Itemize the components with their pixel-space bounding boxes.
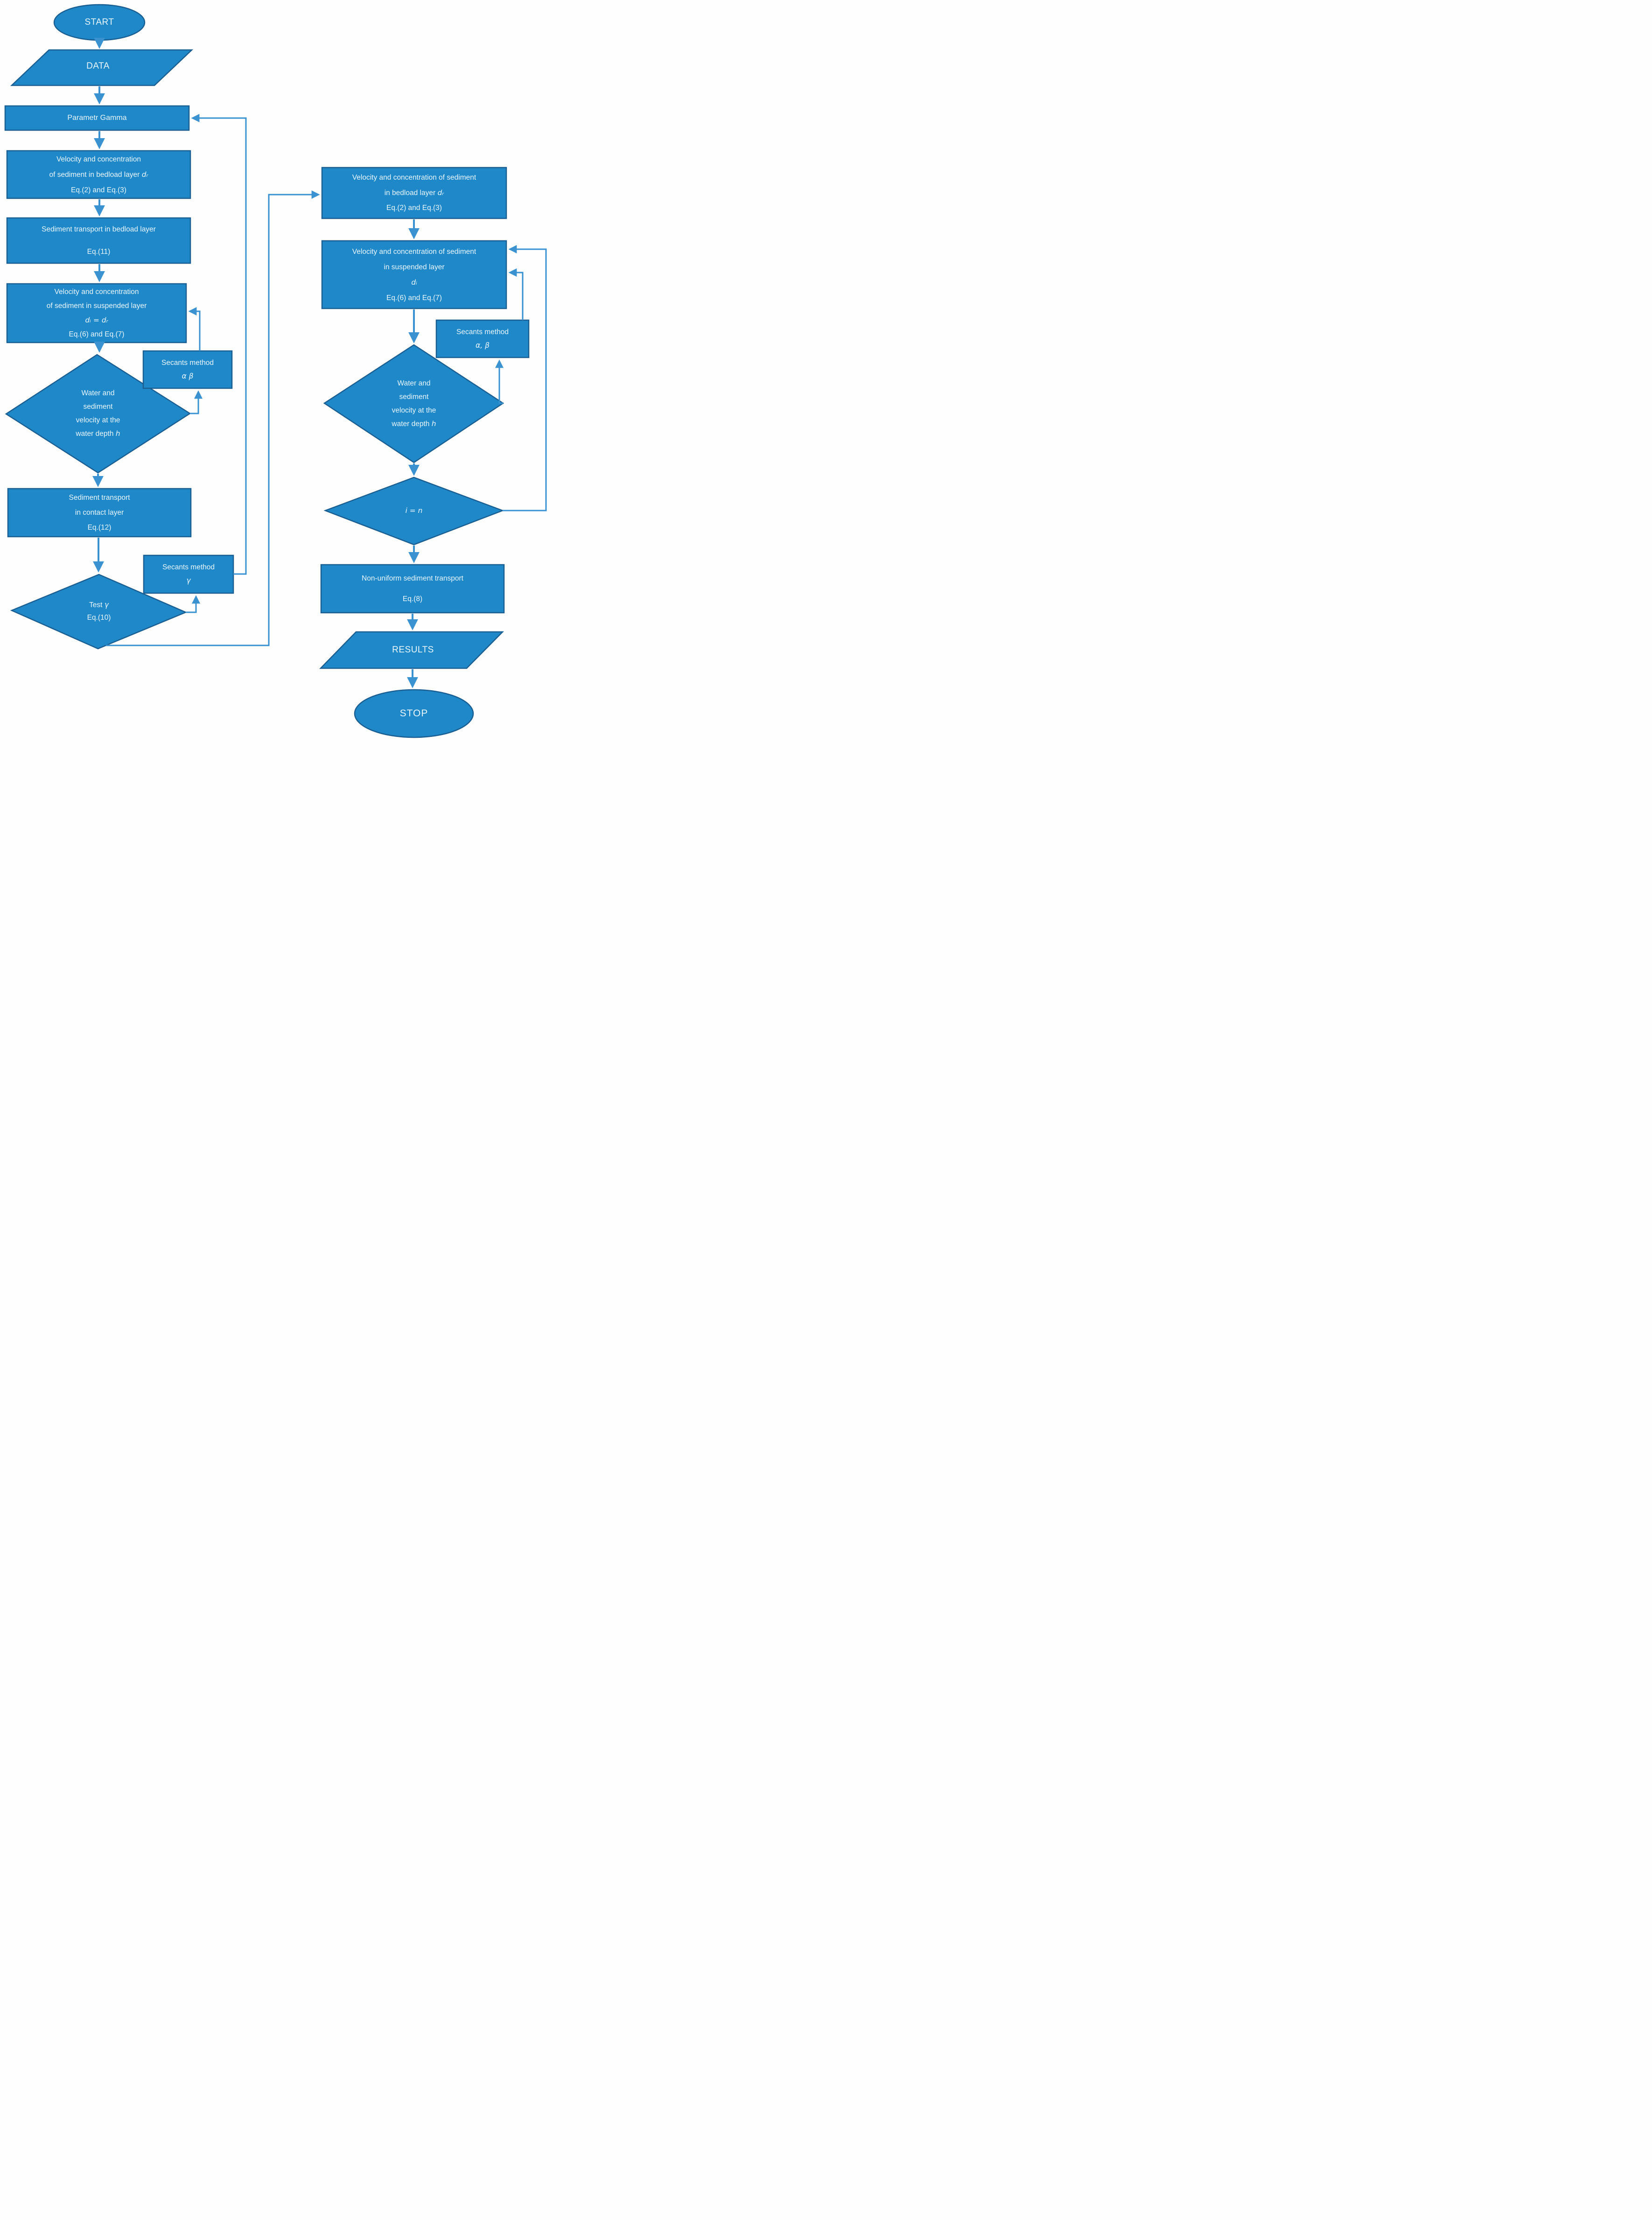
velocity-suspended-process-left: [7, 284, 186, 343]
nonuniform-transport-process: [321, 565, 504, 613]
loop-decision-right-to-secants-ab: [495, 359, 504, 403]
loop-secants-ab-to-suspended-right: [508, 268, 523, 320]
data-io-parallelogram: [12, 50, 192, 85]
decision-i-n-diamond: [325, 477, 503, 545]
parametr-gamma-process: [5, 106, 189, 130]
flowchart-canvas: START DATA Parametr Gamma Velocity and c…: [0, 0, 551, 740]
decision-depth-diamond-left: [6, 355, 190, 473]
loop-secants-gamma-to-parametr: [191, 114, 246, 574]
start-terminator: [54, 5, 145, 40]
transport-contact-process: [8, 489, 191, 537]
secants-alpha-beta-box-right: [436, 320, 529, 357]
secants-gamma-box: [144, 555, 233, 593]
flow-test-gamma-to-right-column: [106, 190, 320, 645]
velocity-bedload-process-left: [7, 151, 190, 198]
transport-bedload-process: [7, 218, 190, 263]
results-io-parallelogram: [321, 632, 503, 668]
stop-terminator: [355, 690, 473, 737]
loop-decision-left-to-secants-ab: [190, 390, 203, 413]
test-gamma-diamond: [12, 574, 186, 649]
decision-depth-diamond-right: [324, 345, 503, 462]
loop-i-n-to-suspended-right: [503, 245, 546, 511]
velocity-bedload-process-right: [322, 168, 506, 218]
secants-alpha-beta-box-left: [143, 351, 232, 388]
loop-secants-ab-to-suspended-left: [188, 307, 200, 351]
loop-test-gamma-to-secants-gamma: [186, 595, 200, 612]
flowchart-graphics: [0, 0, 551, 740]
velocity-suspended-process-right: [322, 241, 506, 308]
